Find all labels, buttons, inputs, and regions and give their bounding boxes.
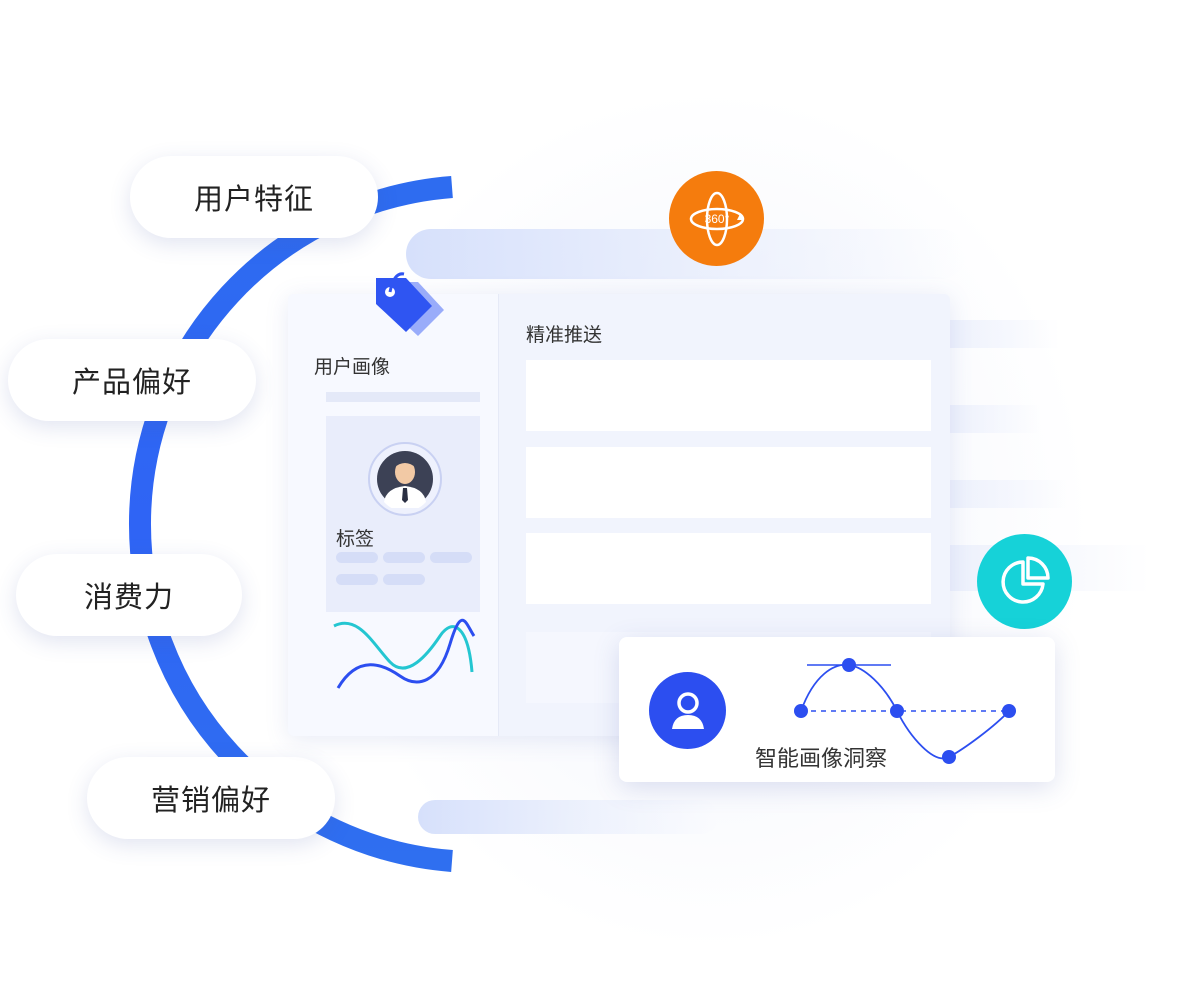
deco-streak bbox=[950, 480, 1070, 508]
insight-label: 智能画像洞察 bbox=[755, 747, 888, 772]
placeholder-line bbox=[326, 392, 480, 402]
feature-label: 产品偏好 bbox=[71, 365, 192, 399]
feature-label: 消费力 bbox=[83, 580, 174, 614]
curve-graphic bbox=[794, 658, 1021, 764]
feature-label: 用户特征 bbox=[193, 182, 314, 216]
user-icon bbox=[649, 672, 726, 749]
feature-pill-product-pref: 产品偏好 bbox=[8, 339, 256, 421]
tag-icon bbox=[376, 272, 444, 336]
deco-streak bbox=[950, 405, 1040, 433]
insight-card: 智能画像洞察 bbox=[619, 637, 1055, 782]
pie-chart-icon bbox=[977, 534, 1072, 629]
profile-title: 用户画像 bbox=[314, 356, 391, 378]
feature-pill-user-traits: 用户特征 bbox=[130, 156, 378, 238]
rotate-360-icon: 360° bbox=[669, 171, 764, 266]
avatar-businessman-icon bbox=[368, 442, 442, 516]
push-row bbox=[526, 533, 931, 604]
feature-pill-spending-power: 消费力 bbox=[16, 554, 242, 636]
tag-chip bbox=[336, 552, 378, 563]
tag-chip bbox=[336, 574, 378, 585]
push-title: 精准推送 bbox=[526, 324, 603, 346]
feature-label: 营销偏好 bbox=[150, 783, 271, 817]
tag-chip bbox=[383, 552, 425, 563]
push-row bbox=[526, 360, 931, 431]
tags-title: 标签 bbox=[336, 528, 375, 550]
deco-streak bbox=[950, 320, 1060, 348]
wave-graphic bbox=[333, 618, 476, 689]
feature-pill-marketing-pref: 营销偏好 bbox=[87, 757, 335, 839]
tag-chip bbox=[430, 552, 472, 563]
badge-360-text: 360° bbox=[704, 212, 729, 226]
push-row bbox=[526, 447, 931, 518]
deco-bar-bottom bbox=[418, 800, 718, 834]
profile-sidebar: 用户画像 标签 bbox=[288, 294, 499, 736]
tag-chip bbox=[383, 574, 425, 585]
